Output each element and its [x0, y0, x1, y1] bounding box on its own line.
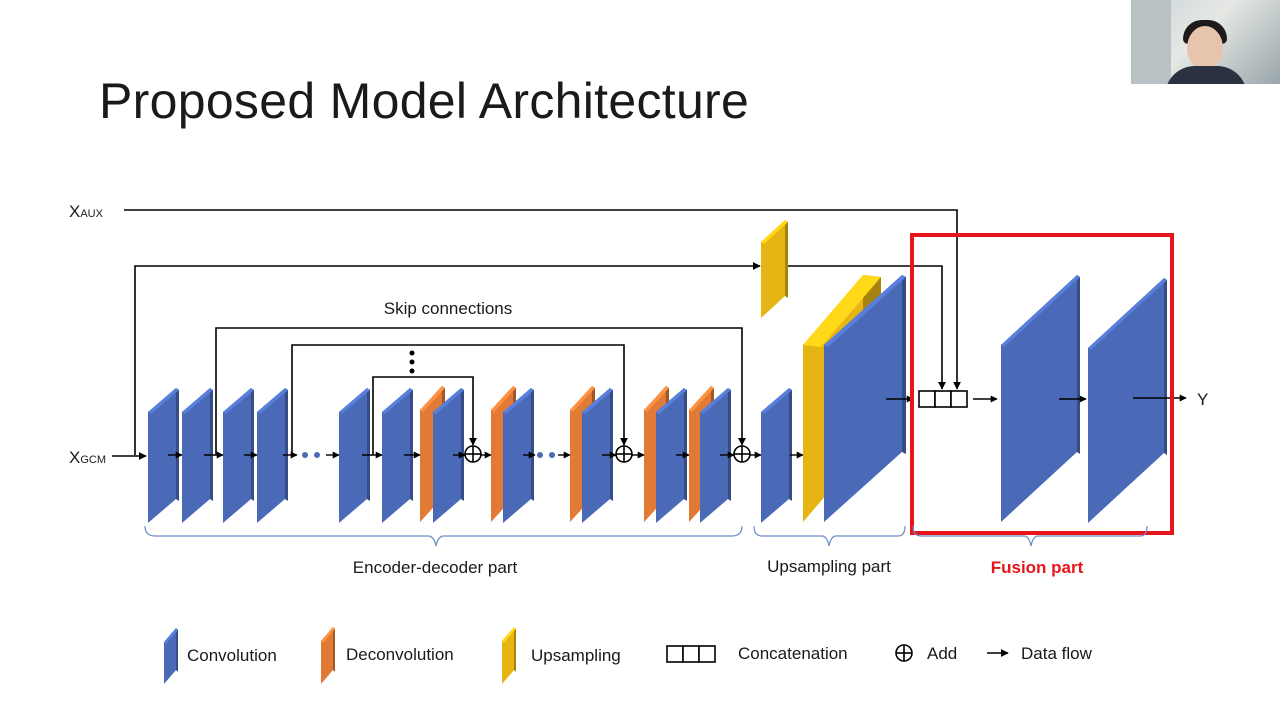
legend-convolution-icon — [164, 628, 178, 684]
layer-blocks — [148, 220, 1167, 523]
fusion-highlight-box — [910, 233, 1174, 535]
brace-upsampling — [753, 525, 906, 547]
brace-encoder-decoder — [144, 525, 743, 547]
conv-block-encoder-3 — [223, 388, 254, 523]
conv-block-decoder-5 — [700, 388, 731, 523]
upsample-to-concat-line — [780, 265, 946, 390]
conv-block-decoder-4 — [656, 388, 687, 523]
horizontal-ellipsis — [302, 452, 555, 458]
add-operator-3 — [733, 445, 751, 463]
encoder-decoder-label: Encoder-decoder part — [353, 558, 518, 577]
webcam-thumbnail — [1131, 0, 1280, 84]
conv-block-decoder-2 — [503, 388, 534, 523]
conv-block-decoder-1 — [433, 388, 464, 523]
conv-block-encoder-1 — [148, 388, 179, 523]
add-operator-1 — [464, 445, 482, 463]
input-aux-label: XAUX — [69, 202, 104, 221]
legend-convolution-text: Convolution — [187, 646, 277, 665]
conv-block-bottleneck-1 — [339, 388, 370, 523]
conv-block-fusion-1 — [1001, 275, 1080, 522]
brace-fusion — [912, 525, 1148, 547]
output-label: Y — [1197, 390, 1208, 409]
legend-deconvolution-icon — [321, 627, 335, 684]
conv-block-bottleneck-2 — [382, 388, 413, 523]
vertical-ellipsis — [409, 350, 415, 374]
aux-flow-line — [124, 209, 961, 390]
legend-concatenation-icon — [666, 645, 716, 663]
conv-block-fusion-2 — [1088, 278, 1167, 523]
add-operators — [464, 445, 751, 463]
legend-upsampling-icon — [502, 627, 516, 684]
upsampling-label: Upsampling part — [767, 557, 891, 576]
skip-connections-label: Skip connections — [384, 299, 513, 318]
legend-deconvolution-text: Deconvolution — [346, 645, 454, 664]
connection-lines — [112, 209, 961, 460]
conv-block-upsampling-2 — [824, 275, 906, 522]
input-gcm-label: XGCM — [69, 448, 106, 467]
skip-connection-inner — [372, 376, 477, 455]
conv-block-encoder-4 — [257, 388, 288, 523]
conv-block-encoder-2 — [182, 388, 213, 523]
add-operator-2 — [615, 445, 633, 463]
legend-add-text: Add — [927, 644, 957, 663]
legend-concatenation-text: Concatenation — [738, 644, 848, 663]
part-braces — [144, 525, 1148, 547]
conv-block-upsampling-1 — [761, 388, 792, 523]
data-flow-arrows — [168, 394, 1187, 459]
slide-title: Proposed Model Architecture — [99, 73, 750, 129]
legend-data-flow-text: Data flow — [1021, 644, 1093, 663]
upsampling-block-aux — [761, 220, 788, 318]
legend-add-icon — [895, 644, 913, 662]
conv-block-decoder-3 — [582, 388, 613, 523]
concatenation-block — [918, 390, 968, 408]
legend-upsampling-text: Upsampling — [531, 646, 621, 665]
skip-connection-middle — [291, 344, 628, 455]
fusion-label: Fusion part — [991, 558, 1084, 577]
skip-connection-outer — [215, 327, 746, 455]
gcm-bypass-line — [134, 262, 761, 455]
legend: Convolution Deconvolution Upsampling Con… — [164, 627, 1093, 684]
